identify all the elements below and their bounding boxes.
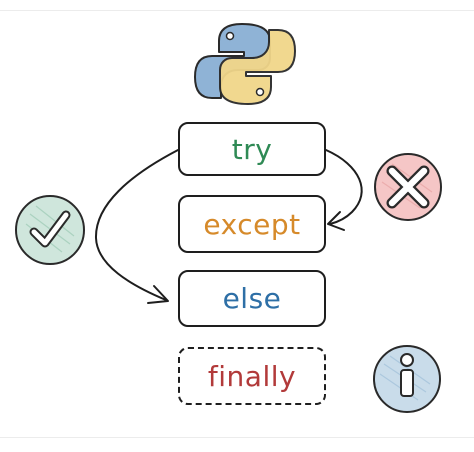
python-logo-icon — [194, 23, 296, 105]
except-block: except — [178, 195, 326, 253]
else-block: else — [178, 270, 326, 327]
info-icon — [373, 345, 441, 413]
bottom-divider — [0, 437, 474, 438]
try-block: try — [178, 122, 326, 176]
top-divider — [0, 10, 474, 11]
finally-label: finally — [207, 359, 297, 393]
except-label: except — [203, 207, 301, 241]
else-label: else — [222, 282, 282, 315]
checkmark-icon — [15, 195, 85, 265]
x-icon — [374, 153, 442, 221]
finally-block: finally — [178, 347, 326, 405]
try-label: try — [231, 132, 273, 166]
arrow-try-to-else — [94, 149, 179, 304]
arrow-try-to-except — [325, 149, 363, 231]
